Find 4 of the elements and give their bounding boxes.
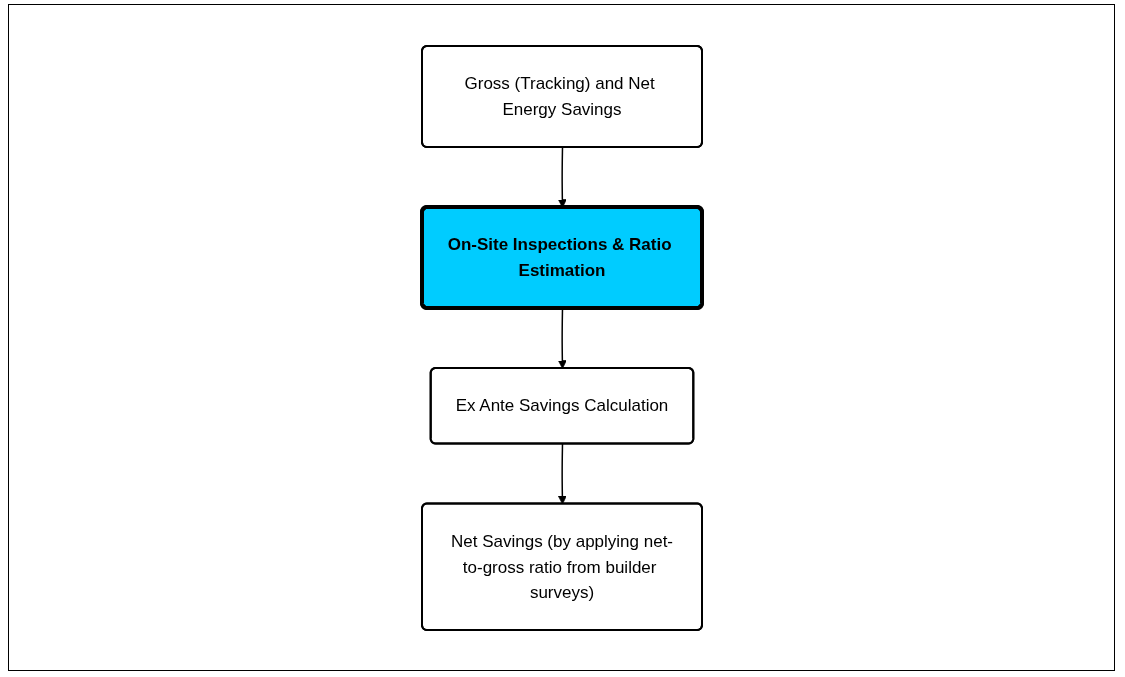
frame-border: Gross (Tracking) and Net Energy Savings On-Site Inspections & Ratio Estimation Ex Ante Savings Calculation Net Savings (by applying net-to-gross ratio from builder surveys) xyxy=(8,4,1115,671)
node-text: Gross (Tracking) and Net Energy Savings xyxy=(464,73,655,118)
arrow xyxy=(557,307,567,369)
arrow xyxy=(557,442,567,504)
